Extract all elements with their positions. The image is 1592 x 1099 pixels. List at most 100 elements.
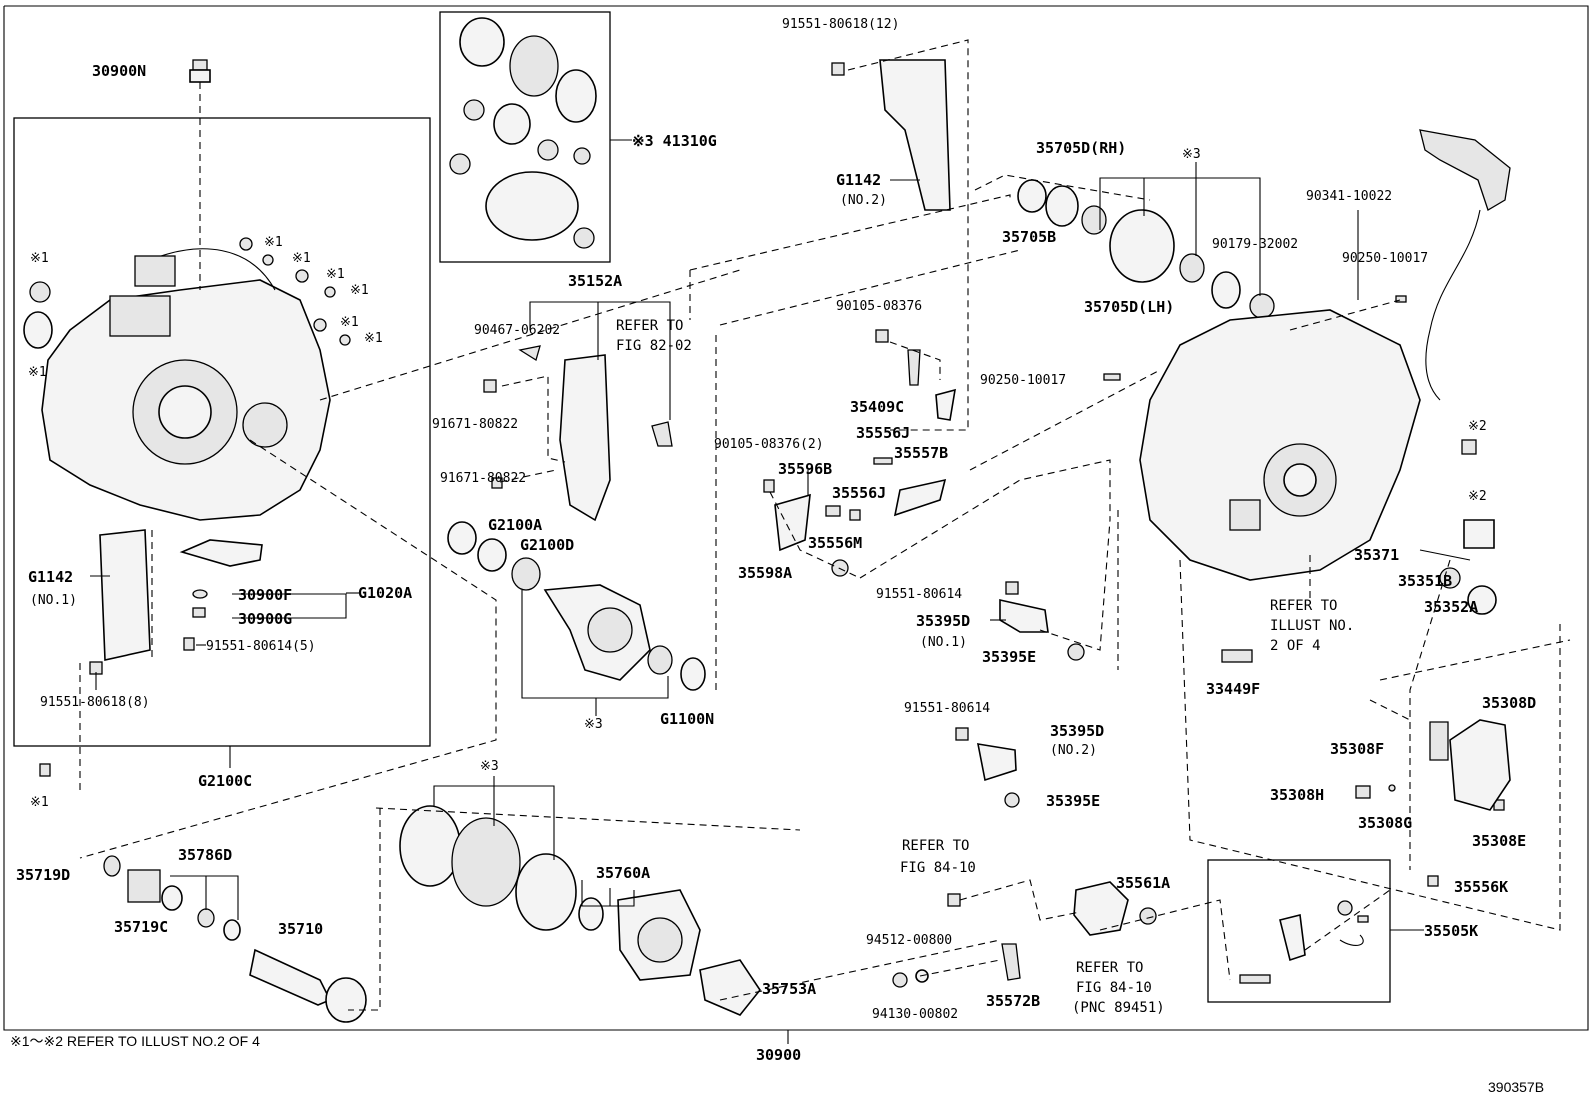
- label-91551-80618-8: 91551-80618(8): [40, 695, 150, 710]
- plate-g1142-no2-shape: [879, 59, 951, 211]
- label-x1-i: ※1: [30, 795, 49, 810]
- label-35596b: 35596B: [778, 460, 832, 478]
- label-35395d-no2-sub: (NO.2): [1050, 743, 1097, 758]
- label-x1-a: ※1: [30, 251, 49, 266]
- label-35308h: 35308H: [1270, 786, 1324, 804]
- label-refer-84-10-b1: REFER TO: [1076, 960, 1143, 976]
- label-33449f: 33449F: [1206, 680, 1260, 698]
- label-35705d-rh: 35705D(RH): [1036, 139, 1126, 157]
- label-g1142-no1: G1142: [28, 568, 73, 586]
- transaxle-housing-shape: [23, 248, 331, 521]
- label-94130-00802: 94130-00802: [872, 1007, 958, 1022]
- label-35719c: 35719C: [114, 918, 168, 936]
- label-x2-a: ※2: [1468, 419, 1487, 434]
- label-g2100c: G2100C: [198, 772, 252, 790]
- label-30900n: 30900N: [92, 62, 146, 80]
- label-refer-84-10-a2: FIG 84-10: [900, 860, 976, 876]
- label-g1142-no2-sub: (NO.2): [840, 193, 887, 208]
- label-refer-84-10-a1: REFER TO: [902, 838, 969, 854]
- label-g2100d: G2100D: [520, 536, 574, 554]
- gasket-g1020a-shape: [179, 539, 263, 618]
- footnote: ※1～※2 REFER TO ILLUST NO.2 OF 4: [10, 1033, 260, 1049]
- part-labels: 30900N ※3 41310G 91551-80618(12) G1142 (…: [10, 17, 1544, 1095]
- output-shaft-shapes: [103, 855, 367, 1023]
- kit-41310g-parts: [449, 17, 597, 249]
- misc-small-parts: [774, 295, 1497, 808]
- label-x1-f: ※1: [350, 283, 369, 298]
- label-35598a: 35598A: [738, 564, 792, 582]
- label-g1142-no1-sub: (NO.1): [30, 593, 77, 608]
- label-35351b: 35351B: [1398, 572, 1452, 590]
- label-35395e-a: 35395E: [982, 648, 1036, 666]
- housing-small-bolts: [239, 237, 351, 346]
- label-35556k: 35556K: [1454, 878, 1508, 896]
- label-g2100a: G2100A: [488, 516, 542, 534]
- label-g1100n: G1100N: [660, 710, 714, 728]
- label-35719d: 35719D: [16, 866, 70, 884]
- diagram-code: 390357B: [1488, 1079, 1544, 1095]
- label-35556j-b: 35556J: [832, 484, 886, 502]
- switch-35308-shapes: [1388, 719, 1511, 811]
- label-30900f: 30900F: [238, 586, 292, 604]
- label-90341-10022: 90341-10022: [1306, 189, 1392, 204]
- label-x1-g: ※1: [340, 315, 359, 330]
- label-35371: 35371: [1354, 546, 1399, 564]
- label-refer-84-10-b3: (PNC 89451): [1072, 1000, 1165, 1016]
- label-x3-bottom: ※3: [480, 759, 499, 774]
- label-35556m: 35556M: [808, 534, 862, 552]
- label-35705d-lh: 35705D(LH): [1084, 298, 1174, 316]
- plate-g1142-no1-shape: [99, 529, 151, 661]
- kit-35505k-parts: [1239, 900, 1369, 984]
- label-90179-32002: 90179-32002: [1212, 237, 1298, 252]
- label-35557b: 35557B: [894, 444, 948, 462]
- label-35352a: 35352A: [1424, 598, 1478, 616]
- label-35572b: 35572B: [986, 992, 1040, 1010]
- label-35395e-b: 35395E: [1046, 792, 1100, 810]
- label-91551-80614-a: 91551-80614: [876, 587, 962, 602]
- label-x1-c: ※1: [264, 235, 283, 250]
- label-91551-80614-5: 91551-80614(5): [206, 639, 316, 654]
- label-35753a: 35753A: [762, 980, 816, 998]
- label-x1-d: ※1: [292, 251, 311, 266]
- label-x1-h: ※1: [364, 331, 383, 346]
- label-35710: 35710: [278, 920, 323, 938]
- label-x2-b: ※2: [1468, 489, 1487, 504]
- transaxle-case-shape: [1139, 309, 1421, 581]
- kit-box-41310g: [439, 11, 611, 263]
- label-g1020a: G1020A: [358, 584, 412, 602]
- label-35308d: 35308D: [1482, 694, 1536, 712]
- label-90467-06202: 90467-06202: [474, 323, 560, 338]
- label-refer-illust-line3: 2 OF 4: [1270, 638, 1321, 654]
- label-35786d: 35786D: [178, 846, 232, 864]
- label-35409c: 35409C: [850, 398, 904, 416]
- label-91551-80614-b: 91551-80614: [904, 701, 990, 716]
- label-35308e: 35308E: [1472, 832, 1526, 850]
- label-91671-80822-a: 91671-80822: [432, 417, 518, 432]
- transaxle-case-group-box: [13, 117, 431, 747]
- label-35556j-a: 35556J: [856, 424, 910, 442]
- label-35308f: 35308F: [1330, 740, 1384, 758]
- label-35705b: 35705B: [1002, 228, 1056, 246]
- label-refer-82-02-line1: REFER TO: [616, 318, 683, 334]
- bearings-35705-shapes: [1017, 179, 1275, 319]
- label-35760a: 35760A: [596, 864, 650, 882]
- label-90105-08376: 90105-08376: [836, 299, 922, 314]
- label-35395d-no2: 35395D: [1050, 722, 1104, 740]
- label-refer-illust-line2: ILLUST NO.: [1270, 618, 1354, 634]
- frame-lines: [3, 5, 1589, 1031]
- label-91551-80618-12: 91551-80618(12): [782, 17, 899, 32]
- differential-shape: [511, 557, 706, 691]
- label-x3-top: ※3: [1182, 147, 1201, 162]
- sensor-30900n-shape: [189, 59, 211, 83]
- lower-bearings-shapes: [399, 805, 761, 1016]
- label-35505k: 35505K: [1424, 922, 1478, 940]
- label-35308g: 35308G: [1358, 814, 1412, 832]
- label-x3-diff: ※3: [584, 717, 603, 732]
- label-35395d-no1-sub: (NO.1): [920, 635, 967, 650]
- label-x1-b: ※1: [28, 365, 47, 380]
- label-90250-10017-a: 90250-10017: [1342, 251, 1428, 266]
- label-x1-e: ※1: [326, 267, 345, 282]
- label-41310g: ※3 41310G: [632, 132, 717, 150]
- label-g1142-no2: G1142: [836, 171, 881, 189]
